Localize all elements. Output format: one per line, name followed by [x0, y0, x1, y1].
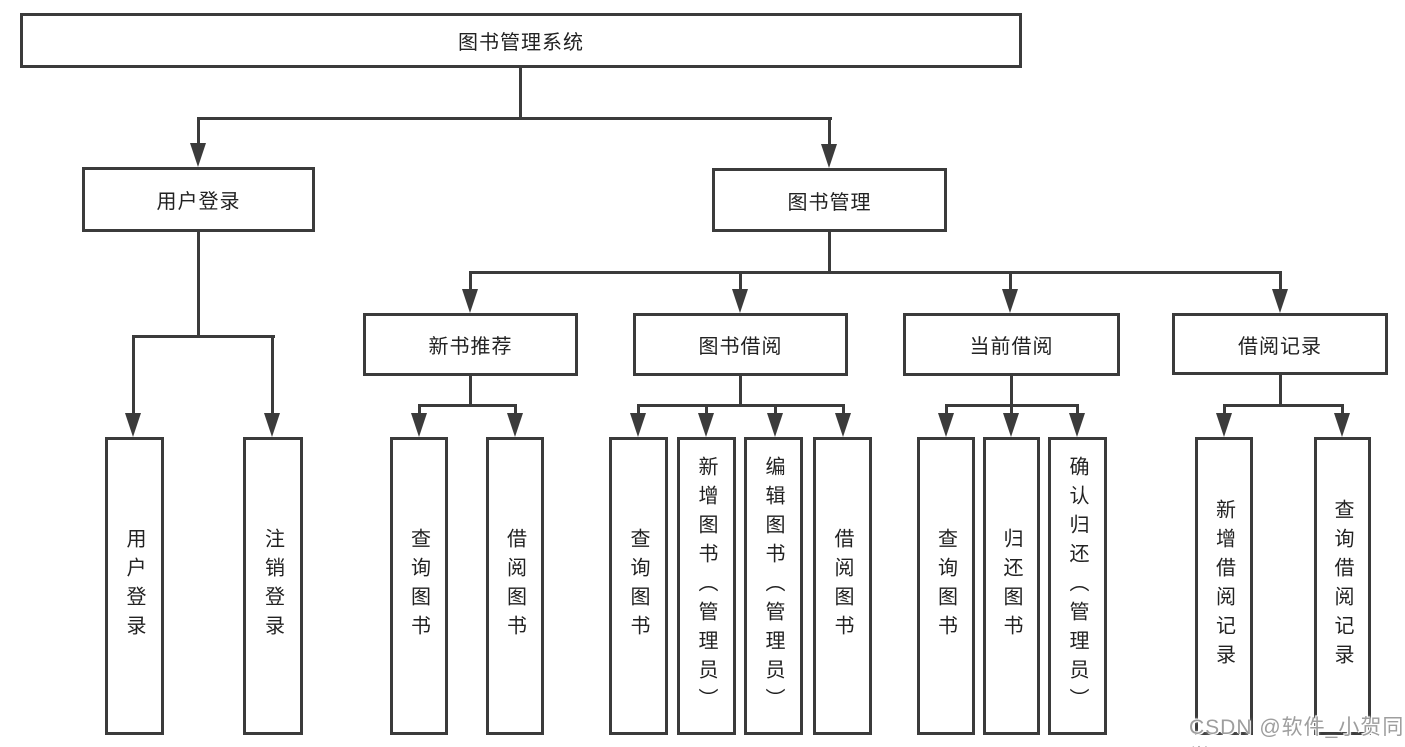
leaf-current-return: 归还图书: [983, 437, 1040, 735]
node-book-borrow: 图书借阅: [633, 313, 848, 376]
arrow-down-icon: [264, 413, 280, 437]
leaf-new-book-query: 查询图书: [390, 437, 448, 735]
leaf-new-book-borrow: 借阅图书: [486, 437, 544, 735]
arrow-down-icon: [1272, 289, 1288, 313]
line-v: [739, 271, 742, 293]
line-v: [1076, 404, 1079, 416]
leaf-record-query: 查询借阅记录: [1314, 437, 1371, 735]
line-v: [1010, 404, 1013, 416]
arrow-down-icon: [835, 413, 851, 437]
line-v: [132, 335, 135, 417]
line-v: [828, 232, 831, 274]
node-borrow-records: 借阅记录: [1172, 313, 1388, 375]
leaf-record-add: 新增借阅记录: [1195, 437, 1253, 735]
leaf-current-query: 查询图书: [917, 437, 975, 735]
node-new-book-recommend: 新书推荐: [363, 313, 578, 376]
line-v: [945, 404, 948, 416]
line-v: [197, 232, 200, 338]
arrow-down-icon: [125, 413, 141, 437]
line-v: [1279, 271, 1282, 293]
leaf-borrow-query: 查询图书: [609, 437, 668, 735]
node-current-borrow: 当前借阅: [903, 313, 1120, 376]
node-book-management: 图书管理: [712, 168, 947, 232]
arrow-down-icon: [630, 413, 646, 437]
csdn-watermark: CSDN @软件_小贺同学: [1189, 716, 1405, 747]
line-h: [1223, 404, 1344, 407]
arrow-down-icon: [507, 413, 523, 437]
line-v: [774, 404, 777, 416]
arrow-down-icon: [732, 289, 748, 313]
leaf-borrow-add-admin: 新增图书（管理员）: [677, 437, 736, 735]
line-v: [739, 376, 742, 407]
line-v: [1009, 271, 1012, 293]
arrow-down-icon: [698, 413, 714, 437]
line-h: [418, 404, 517, 407]
line-v: [514, 404, 517, 416]
leaf-user-login: 用户登录: [105, 437, 164, 735]
arrow-down-icon: [411, 413, 427, 437]
line-v: [705, 404, 708, 416]
line-v: [1341, 404, 1344, 416]
line-v: [519, 68, 522, 119]
line-v: [271, 335, 274, 417]
line-h: [197, 117, 832, 120]
line-v: [1279, 375, 1282, 407]
arrow-down-icon: [1069, 413, 1085, 437]
line-v: [418, 404, 421, 416]
line-v: [469, 271, 472, 293]
line-h: [469, 271, 1282, 274]
leaf-borrow-edit-admin: 编辑图书（管理员）: [744, 437, 803, 735]
line-v: [828, 117, 831, 147]
arrow-down-icon: [1216, 413, 1232, 437]
arrow-down-icon: [821, 144, 837, 168]
line-v: [1223, 404, 1226, 416]
leaf-current-confirm-admin: 确认归还（管理员）: [1048, 437, 1107, 735]
line-v: [1010, 376, 1013, 407]
arrow-down-icon: [1334, 413, 1350, 437]
line-v: [637, 404, 640, 416]
line-h: [637, 404, 845, 407]
line-v: [469, 376, 472, 407]
line-v: [197, 117, 200, 147]
arrow-down-icon: [767, 413, 783, 437]
arrow-down-icon: [462, 289, 478, 313]
arrow-down-icon: [1002, 289, 1018, 313]
node-root: 图书管理系统: [20, 13, 1022, 68]
arrow-down-icon: [1003, 413, 1019, 437]
arrow-down-icon: [938, 413, 954, 437]
leaf-logout: 注销登录: [243, 437, 303, 735]
line-v: [842, 404, 845, 416]
leaf-borrow-borrow: 借阅图书: [813, 437, 872, 735]
node-user-login: 用户登录: [82, 167, 315, 232]
line-h: [132, 335, 275, 338]
arrow-down-icon: [190, 143, 206, 167]
